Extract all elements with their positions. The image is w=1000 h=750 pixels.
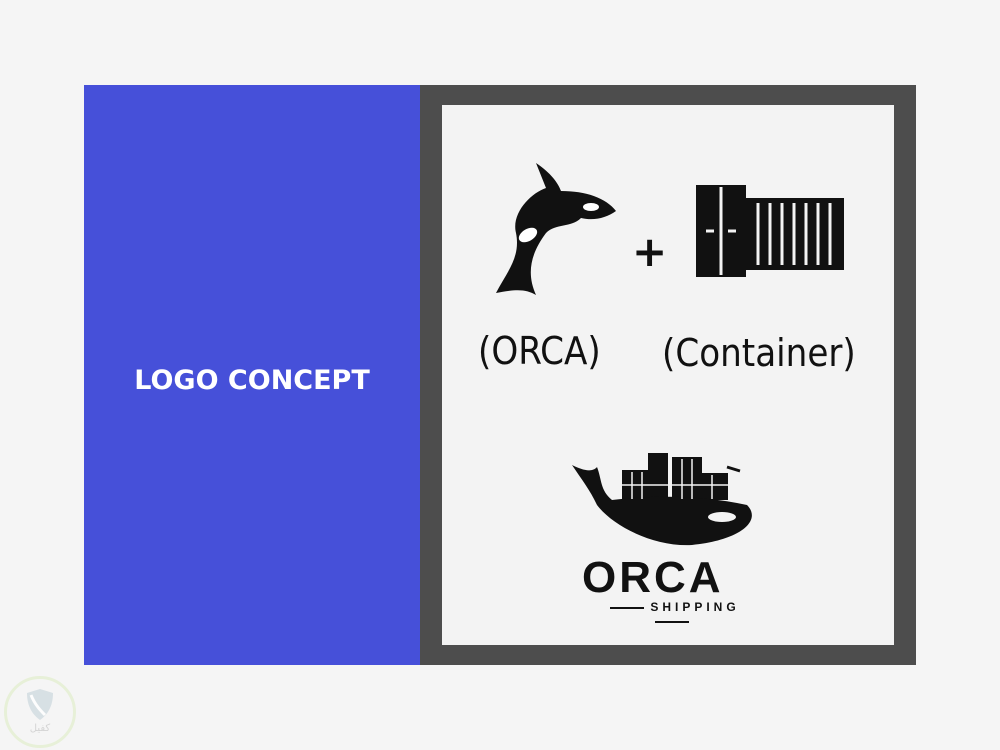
shield-icon: [27, 689, 53, 720]
container-label: (Container): [662, 331, 856, 375]
watermark-text: كفيل: [29, 723, 51, 734]
watermark-logo: كفيل: [4, 676, 76, 748]
container-icon: [696, 185, 844, 277]
page-title: LOGO CONCEPT: [134, 365, 370, 396]
plus-sign: +: [632, 227, 668, 276]
orca-label: (ORCA): [478, 329, 601, 373]
orca-shipping-logo-icon: [572, 453, 752, 546]
concept-frame: + (ORCA) (Container) ORCA SHIPPING: [420, 85, 916, 665]
title-panel: LOGO CONCEPT: [84, 85, 420, 665]
logo-name: ORCA: [582, 553, 724, 602]
orca-icon: [496, 163, 616, 295]
logo-tagline: SHIPPING: [582, 600, 762, 628]
concept-canvas: + (ORCA) (Container) ORCA SHIPPING: [442, 105, 894, 645]
